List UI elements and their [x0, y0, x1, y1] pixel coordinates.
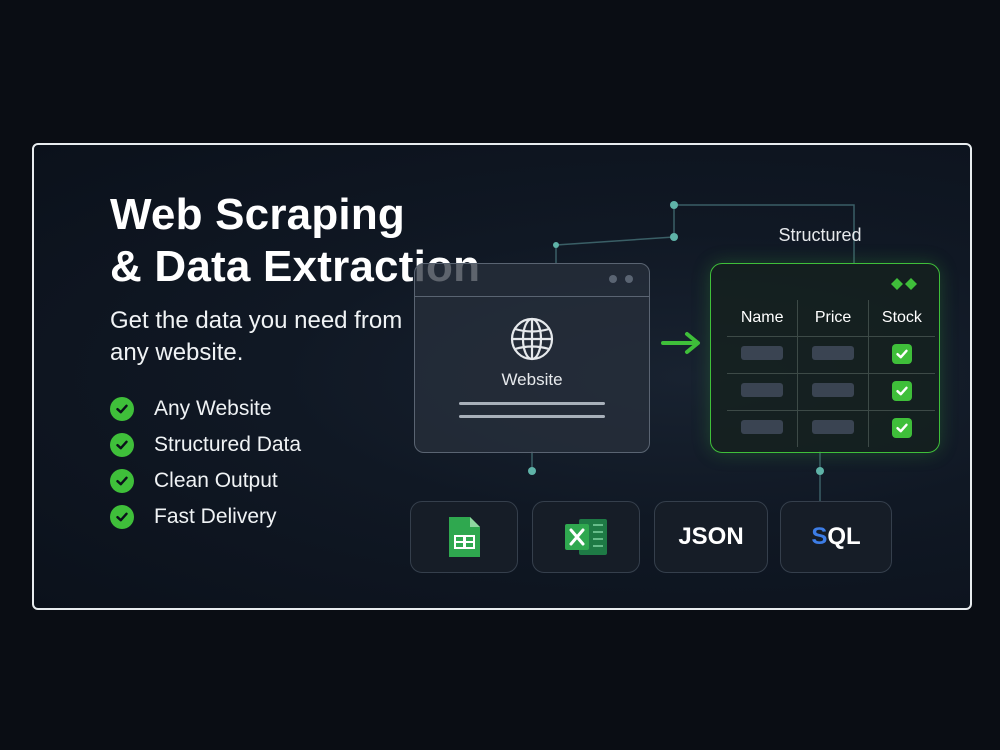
- feature-item: Clean Output: [110, 463, 301, 499]
- column-header: Name: [727, 300, 798, 337]
- connector-lines: [528, 201, 855, 501]
- check-circle-icon: [110, 469, 134, 493]
- structured-label: Structured: [778, 225, 862, 245]
- website-label: Website: [501, 370, 563, 389]
- text-line-placeholder: [459, 415, 605, 418]
- feature-item: Fast Delivery: [110, 499, 301, 535]
- table-row: [727, 373, 935, 411]
- check-circle-icon: [110, 505, 134, 529]
- feature-label: Structured Data: [154, 433, 302, 456]
- checkbox-checked-icon: [891, 381, 912, 401]
- format-tile-sql: SQL: [780, 501, 892, 573]
- cell-placeholder: [812, 382, 855, 397]
- subtitle: Get the data you need from any website.: [110, 307, 403, 366]
- website-card: Website: [414, 263, 650, 453]
- cell-placeholder: [812, 419, 855, 434]
- table-row: [727, 410, 935, 447]
- google-sheets-icon: [449, 517, 480, 557]
- banner: Web Scraping & Data Extraction Get the d…: [32, 143, 972, 610]
- json-label: JSON: [678, 523, 744, 550]
- cell-placeholder: [812, 345, 855, 360]
- feature-label: Clean Output: [154, 469, 278, 492]
- text-line-placeholder: [459, 402, 605, 405]
- checkbox-checked-icon: [891, 344, 912, 364]
- cell-placeholder: [741, 345, 784, 360]
- title-line-1: Web Scraping: [110, 190, 405, 239]
- table-row: [727, 336, 935, 374]
- browser-bar: [415, 264, 649, 297]
- globe-icon: [510, 317, 554, 361]
- column-header: Stock: [867, 300, 935, 337]
- format-tile-json: JSON: [654, 501, 768, 573]
- feature-item: Any Website: [110, 391, 301, 427]
- browser-dot: [609, 275, 617, 283]
- sql-label: SQL: [811, 523, 861, 550]
- link-icon: [891, 278, 917, 290]
- check-circle-icon: [110, 397, 134, 421]
- feature-list: Any Website Structured Data Clean Output…: [110, 391, 301, 535]
- cell-placeholder: [741, 419, 784, 434]
- column-header: Price: [797, 300, 869, 337]
- feature-label: Fast Delivery: [154, 505, 277, 528]
- checkbox-checked-icon: [891, 418, 912, 438]
- feature-label: Any Website: [154, 397, 272, 420]
- structured-table: Name Price Stock: [727, 300, 935, 447]
- feature-item: Structured Data: [110, 427, 301, 463]
- format-tile-sheets: [410, 501, 518, 573]
- structured-card: Name Price Stock: [710, 263, 940, 453]
- format-tile-excel: [532, 501, 640, 573]
- cell-placeholder: [741, 382, 784, 397]
- check-circle-icon: [110, 433, 134, 457]
- browser-dot: [625, 275, 633, 283]
- excel-icon: [565, 519, 607, 555]
- arrow-right-icon: [661, 332, 700, 354]
